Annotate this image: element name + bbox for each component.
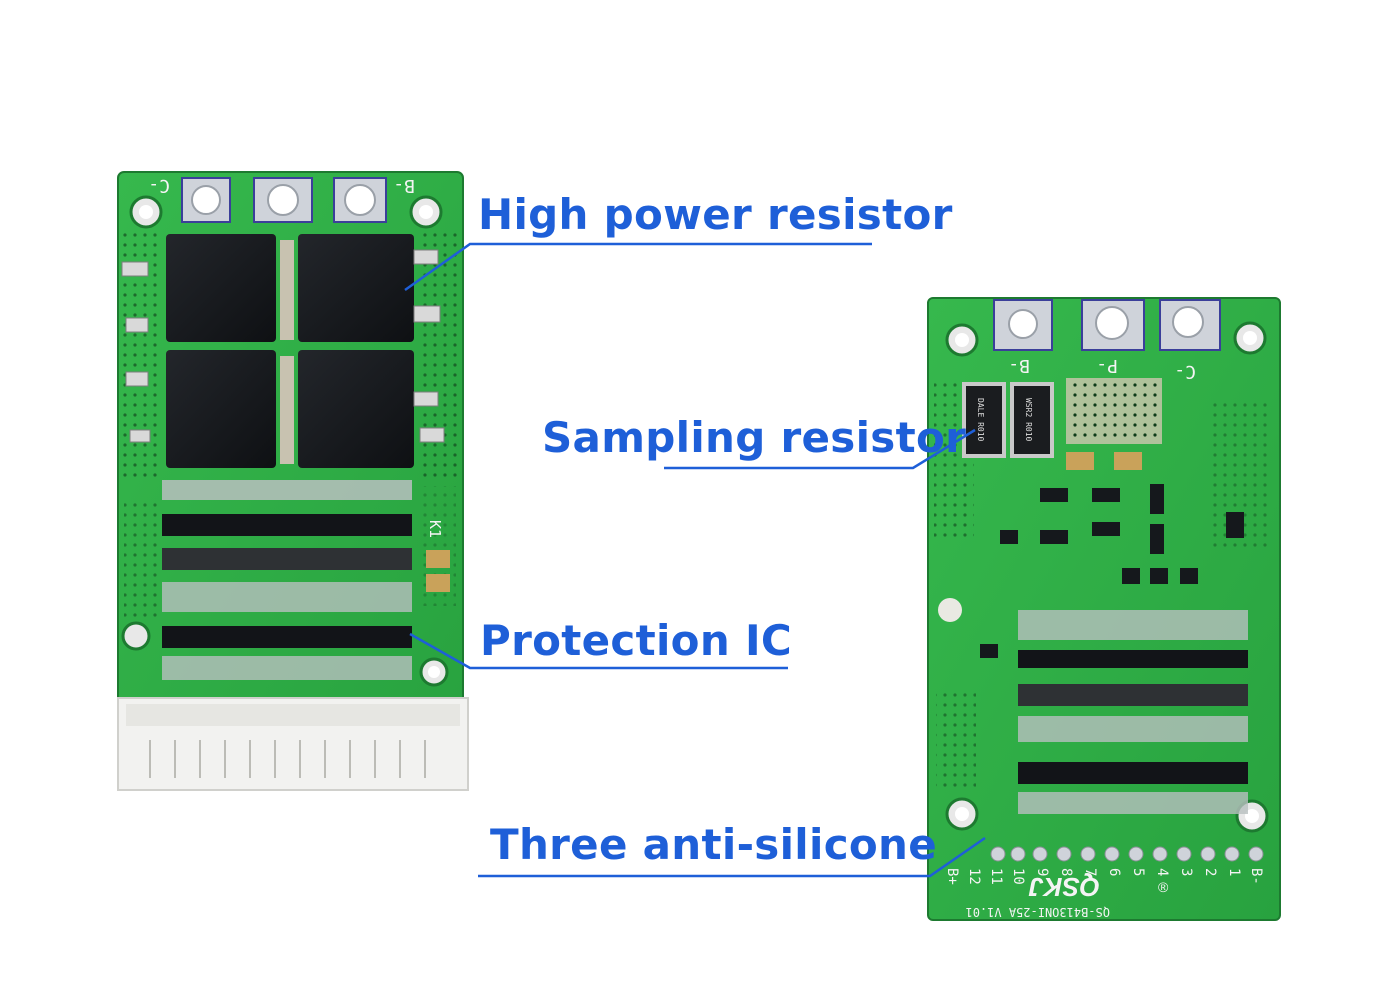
brand-logo: QSKJ	[1029, 872, 1100, 902]
svg-text:7: 7	[1082, 868, 1098, 876]
pin-labels: B+ 12 11 10 9 8 7 6 5 4 3 2 1 B-	[944, 868, 1264, 885]
callout-three-anti-silicone: Three anti-silicone	[490, 820, 938, 869]
pad-label-b-minus: B-	[393, 175, 415, 196]
left-bms-board: C- B-	[117, 171, 469, 791]
mosfet-array	[166, 234, 414, 468]
registered-mark: ®	[1158, 879, 1169, 895]
mounting-hole	[121, 195, 449, 687]
mounting-hole	[945, 321, 1269, 833]
svg-text:5: 5	[1130, 868, 1146, 876]
svg-text:B-: B-	[1248, 868, 1264, 885]
svg-text:4: 4	[1154, 868, 1170, 876]
pin-header-pads	[990, 846, 1264, 862]
svg-text:10: 10	[1010, 868, 1026, 885]
svg-text:B+: B+	[944, 868, 960, 885]
svg-text:2: 2	[1202, 868, 1218, 876]
svg-text:12: 12	[966, 868, 982, 885]
capacitor	[938, 598, 962, 622]
svg-text:9: 9	[1034, 868, 1050, 876]
protection-ic-array	[936, 610, 1248, 814]
leader-high-power-resistor	[404, 242, 872, 292]
pad-label-b-minus: B-	[1008, 355, 1030, 376]
sampling-resistors	[962, 382, 1054, 458]
callout-leader-lines	[404, 242, 986, 878]
svg-text:3: 3	[1178, 868, 1194, 876]
leader-protection-ic	[409, 632, 788, 670]
svg-text:8: 8	[1058, 868, 1074, 876]
svg-text:1: 1	[1226, 868, 1242, 876]
leader-sampling-resistor	[664, 428, 976, 470]
svg-text:6: 6	[1106, 868, 1122, 876]
pad-label-c-minus: C-	[148, 175, 170, 196]
pad-label-p-minus: P-	[1096, 355, 1118, 376]
power-terminal-pads	[993, 299, 1221, 351]
balance-connector	[117, 697, 469, 791]
model-number: QS-B413ONI-25A V1.01	[966, 905, 1111, 919]
leader-three-anti-silicone	[478, 836, 986, 878]
silk-k1: K1	[426, 520, 444, 538]
power-terminal-pads	[181, 177, 387, 223]
resistor-marking-1: DALE R010	[976, 398, 985, 442]
callout-sampling-resistor: Sampling resistor	[542, 413, 967, 462]
callout-protection-ic: Protection IC	[480, 616, 793, 665]
connector-pins	[149, 740, 426, 778]
right-bms-board: B- P- C- DALE R010 WSR2 R010	[927, 297, 1281, 921]
svg-text:11: 11	[988, 868, 1004, 885]
pad-label-c-minus: C-	[1174, 361, 1196, 382]
callout-high-power-resistor: High power resistor	[478, 190, 953, 239]
protection-ic-array	[124, 480, 456, 680]
resistor-marking-2: WSR2 R010	[1024, 398, 1033, 442]
control-ics	[980, 484, 1244, 658]
